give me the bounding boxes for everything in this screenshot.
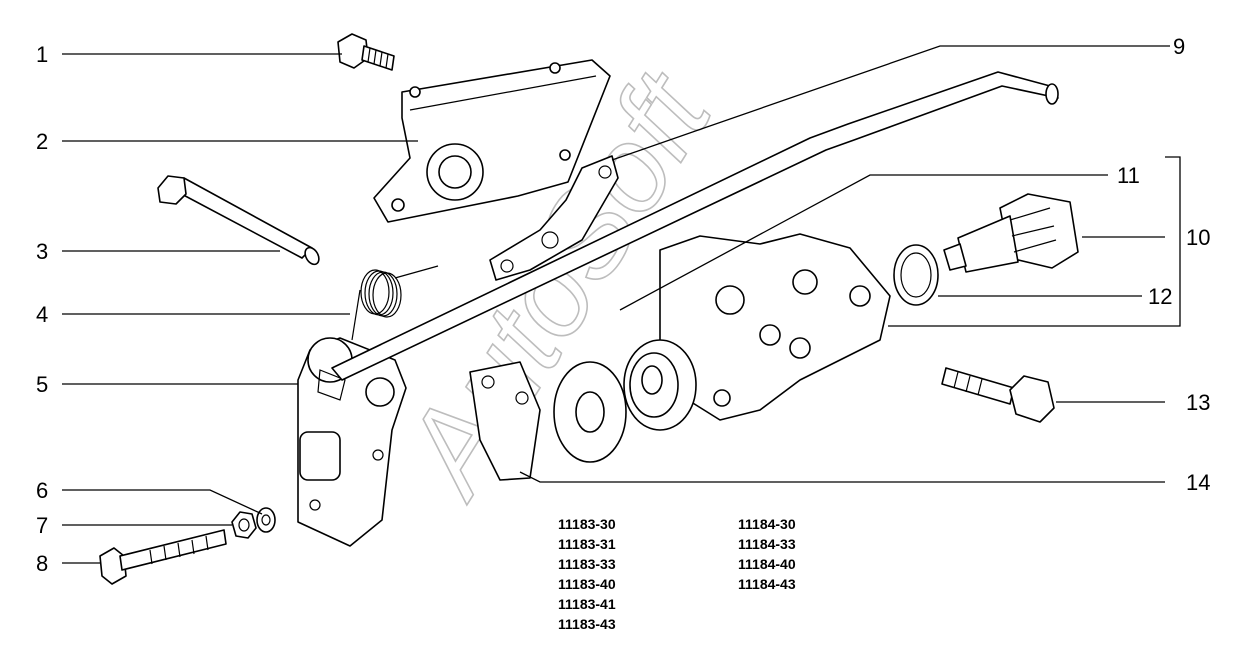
callout-10: 10 [1186, 225, 1210, 250]
part-12-ring [893, 244, 939, 306]
part-9-plate [489, 155, 619, 281]
part-10-plunger [943, 193, 1079, 273]
model-code: 11183-30 [558, 516, 616, 532]
model-code: 11183-40 [558, 576, 616, 592]
callout-13: 13 [1186, 390, 1210, 415]
part-3-long-bolt [157, 175, 320, 266]
part-13-bolt [941, 367, 1055, 423]
regulator-cap [553, 361, 627, 463]
part-1-bolt [337, 33, 395, 71]
callout-12: 12 [1148, 284, 1172, 309]
callout-8: 8 [36, 551, 48, 576]
leader-lines [62, 45, 1181, 564]
callout-5: 5 [36, 372, 48, 397]
model-code: 11183-31 [558, 536, 616, 552]
part-2-bracket [373, 59, 611, 223]
callout-labels: 1 2 3 4 5 6 7 8 9 10 11 12 13 14 [36, 34, 1210, 576]
callout-3: 3 [36, 239, 48, 264]
model-code: 11184-40 [738, 556, 796, 572]
model-code: 11183-33 [558, 556, 616, 572]
model-list-2: 11184-30 11184-33 11184-40 11184-43 [738, 516, 796, 592]
callout-4: 4 [36, 302, 48, 327]
model-code: 11184-33 [738, 536, 796, 552]
part-7-nut [231, 511, 257, 539]
callout-11: 11 [1117, 163, 1140, 188]
callout-6: 6 [36, 478, 48, 503]
callout-2: 2 [36, 129, 48, 154]
model-code: 11183-43 [558, 616, 616, 632]
part-11-regulator-body [623, 233, 891, 431]
callout-9: 9 [1173, 34, 1185, 59]
callout-1: 1 [36, 42, 48, 67]
regulator-rod [331, 71, 1059, 381]
part-5-lever [297, 337, 407, 547]
part-14-retainer [469, 361, 541, 481]
callout-7: 7 [36, 513, 48, 538]
part-6-washer [256, 507, 276, 533]
callout-14: 14 [1186, 470, 1210, 495]
model-code: 11184-30 [738, 516, 796, 532]
model-list-1: 11183-30 11183-31 11183-33 11183-40 1118… [558, 516, 616, 632]
part-8-bolt [99, 529, 227, 585]
model-code: 11183-41 [558, 596, 616, 612]
part-4-spring [351, 265, 439, 341]
model-code: 11184-43 [738, 576, 796, 592]
